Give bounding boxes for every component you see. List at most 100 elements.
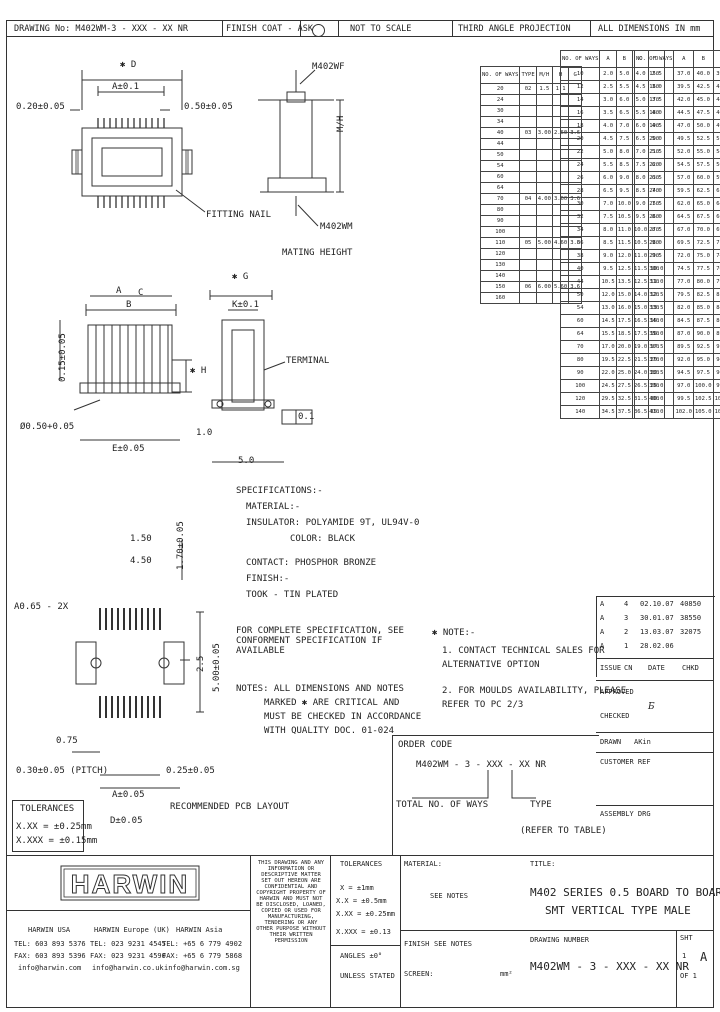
table-cell: 41.5 (712, 80, 720, 94)
tb-sep (676, 930, 677, 1008)
table-cell: 24 (479, 94, 521, 106)
table-header-cell: B (615, 50, 633, 68)
table-cell: 77.0 (673, 275, 694, 289)
table-header-cell: NO. OF WAYS (479, 66, 521, 84)
table-cell (535, 149, 553, 161)
finish-value: SEE NOTES (434, 940, 472, 948)
table-cell (519, 160, 537, 172)
table-cell: 32 (559, 210, 601, 224)
revision-row: 40850 (680, 600, 702, 608)
table-cell: 30 (479, 105, 521, 117)
notes-line: NOTES: ALL DIMENSIONS AND NOTES (236, 684, 404, 694)
table-cell: 36 (559, 236, 601, 250)
table-cell: 54 (479, 160, 521, 172)
revision-box (596, 596, 715, 677)
table-cell: 72.5 (693, 236, 714, 250)
notes-line: WITH QUALITY DOC. 01-024 (264, 726, 395, 736)
tb-tolerance: X.X = ±0.5mm (336, 897, 387, 905)
table-cell: 2.5 (599, 80, 617, 94)
table-cell: 54 (559, 301, 601, 315)
table-cell: 12.0 (599, 288, 617, 302)
spec-line: INSULATOR: POLYAMIDE 9T, UL94V-0 (246, 518, 420, 528)
table-cell: 90 (559, 366, 601, 380)
office-email: info@harwin.com (18, 964, 82, 972)
table-cell: 52.5 (693, 132, 714, 146)
table-cell: 90.0 (693, 327, 714, 341)
table-cell: 22.5 (615, 353, 633, 367)
office-fax: FAX: 603 893 5396 (14, 952, 86, 960)
table-cell (535, 160, 553, 172)
table-cell: 37.5 (615, 405, 633, 419)
dim-b: B (126, 300, 132, 310)
table-cell: 320 (633, 288, 675, 302)
office-email: info@harwin.com.sg (164, 964, 240, 972)
table-cell: 50 (479, 149, 521, 161)
table-cell: 350 (633, 327, 675, 341)
table-cell: 17.5 (615, 314, 633, 328)
dim-hole: Ø0.50+0.05 (20, 422, 75, 432)
table-cell: 44 (479, 138, 521, 150)
mating-part-bottom: M402WM (320, 222, 353, 232)
table-cell: 80 (559, 353, 601, 367)
table-cell: 02 (519, 83, 537, 95)
table-cell (535, 248, 553, 260)
table-cell: 64.0 (712, 197, 720, 211)
table-cell: 102.0 (673, 405, 694, 419)
table-cell: 34 (559, 223, 601, 237)
table-cell (535, 94, 553, 106)
tb-sep (330, 855, 331, 1008)
table-cell: 5.5 (599, 158, 617, 172)
table-cell (519, 215, 537, 227)
table-cell: 50 (559, 288, 601, 302)
rev-divider (596, 658, 714, 659)
table-cell: 24 (559, 158, 601, 172)
table-cell: 44.0 (712, 93, 720, 107)
table-cell: 94.5 (673, 366, 694, 380)
table-header-cell: TYPE (519, 66, 537, 84)
table-cell: 92.5 (693, 340, 714, 354)
revision-row: 2 (624, 628, 629, 636)
table-cell: 72.0 (673, 249, 694, 263)
order-type: TYPE (530, 800, 552, 810)
revision-row: 30.01.07 (640, 614, 674, 622)
table-cell: 60 (559, 314, 601, 328)
table-cell: 5.0 (615, 67, 633, 81)
table-cell: 370 (633, 353, 675, 367)
table-row: 44 (479, 138, 583, 150)
projection-symbol-icon (312, 24, 325, 37)
table-cell: 6.5 (615, 106, 633, 120)
finish-label: FINISH (404, 940, 430, 948)
table-cell: 14 (559, 93, 601, 107)
sheet-of: OF 1 (680, 972, 697, 980)
table-cell: 89.5 (673, 340, 694, 354)
table-cell: 4.0 (599, 119, 617, 133)
tb-tolerance: X = ±1mm (340, 884, 374, 892)
table-cell (535, 182, 553, 194)
table-cell: 20 (479, 83, 521, 95)
table-cell: 40.0 (693, 67, 714, 81)
spec-title: SPECIFICATIONS:- (236, 486, 323, 496)
approval-divider (596, 752, 714, 753)
harwin-logo: HARWIN (60, 865, 200, 901)
table-cell (535, 116, 553, 128)
table-cell: 22.0 (599, 366, 617, 380)
table-cell: 51.5 (712, 132, 720, 146)
table-cell: 15.0 (615, 288, 633, 302)
table-header-cell: M/H (535, 66, 553, 84)
assembly-drg: ASSEMBLY DRG (600, 810, 651, 818)
revision-row: A (600, 600, 605, 608)
mating-part-top: M402WF (312, 62, 345, 72)
table-header-cell: C (712, 50, 720, 68)
table-cell: 230 (633, 171, 675, 185)
table-cell: 42.5 (693, 80, 714, 94)
table-cell: 06 (519, 281, 537, 293)
header-scale: NOT TO SCALE (350, 24, 412, 34)
table-cell: 240 (633, 184, 675, 198)
pcb-dim: D±0.05 (110, 816, 143, 826)
header-sep (300, 20, 301, 36)
